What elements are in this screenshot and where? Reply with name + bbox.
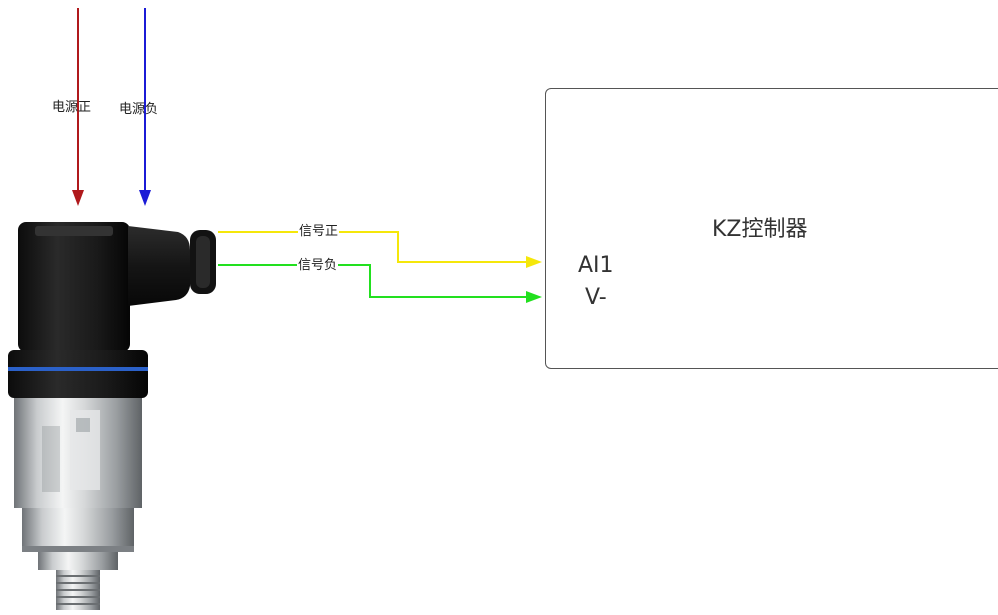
pressure-transmitter-icon — [8, 222, 216, 610]
signal-negative-wire — [218, 264, 542, 303]
signal-positive-wire — [218, 231, 542, 268]
power-negative-wire — [139, 8, 151, 206]
controller-title: KZ控制器 — [712, 217, 808, 242]
power-negative-label: 电源负 — [119, 102, 159, 117]
signal-positive-label: 信号正 — [298, 224, 340, 239]
port-v-minus-label: V- — [585, 285, 607, 310]
signal-negative-label: 信号负 — [297, 258, 339, 273]
power-positive-label: 电源正 — [52, 100, 92, 115]
port-ai1-label: AI1 — [578, 253, 614, 278]
power-positive-wire — [72, 8, 84, 206]
controller-box — [545, 88, 998, 369]
